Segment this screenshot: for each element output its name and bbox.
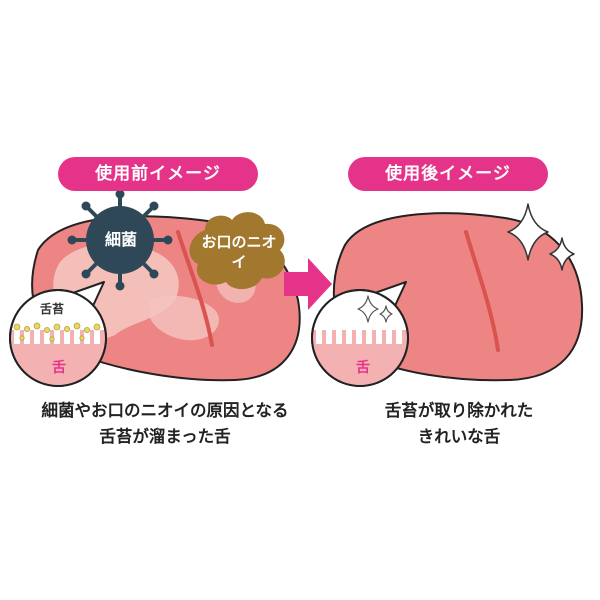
germ-icon: [67, 189, 173, 291]
coating-label: 舌苔: [40, 302, 65, 316]
before-caption-line1: 細菌やお口のニオイの原因となる: [41, 401, 289, 420]
tongue-label-before: 舌: [52, 360, 66, 376]
after-title-badge: 使用後イメージ: [348, 157, 548, 191]
sparkle-icon: [357, 295, 393, 323]
germ-label: 細菌: [104, 230, 137, 249]
after-caption-line1: 舌苔が取り除かれた: [384, 401, 534, 420]
arrow-right-icon: [284, 258, 332, 310]
before-caption: 細菌やお口のニオイの原因となる 舌苔が溜まった舌: [0, 398, 330, 450]
sparkle-icon: [507, 203, 575, 271]
before-title-badge: 使用前イメージ: [58, 157, 258, 191]
odor-cloud-icon: [189, 212, 285, 290]
after-caption: 舌苔が取り除かれた きれいな舌: [318, 398, 600, 450]
after-caption-line2: きれいな舌: [417, 427, 501, 446]
tongue-label-after: 舌: [356, 360, 370, 376]
before-caption-line2: 舌苔が溜まった舌: [99, 427, 231, 446]
odor-label: お口のニオイ: [201, 233, 277, 271]
magnifier-after: [311, 281, 409, 387]
